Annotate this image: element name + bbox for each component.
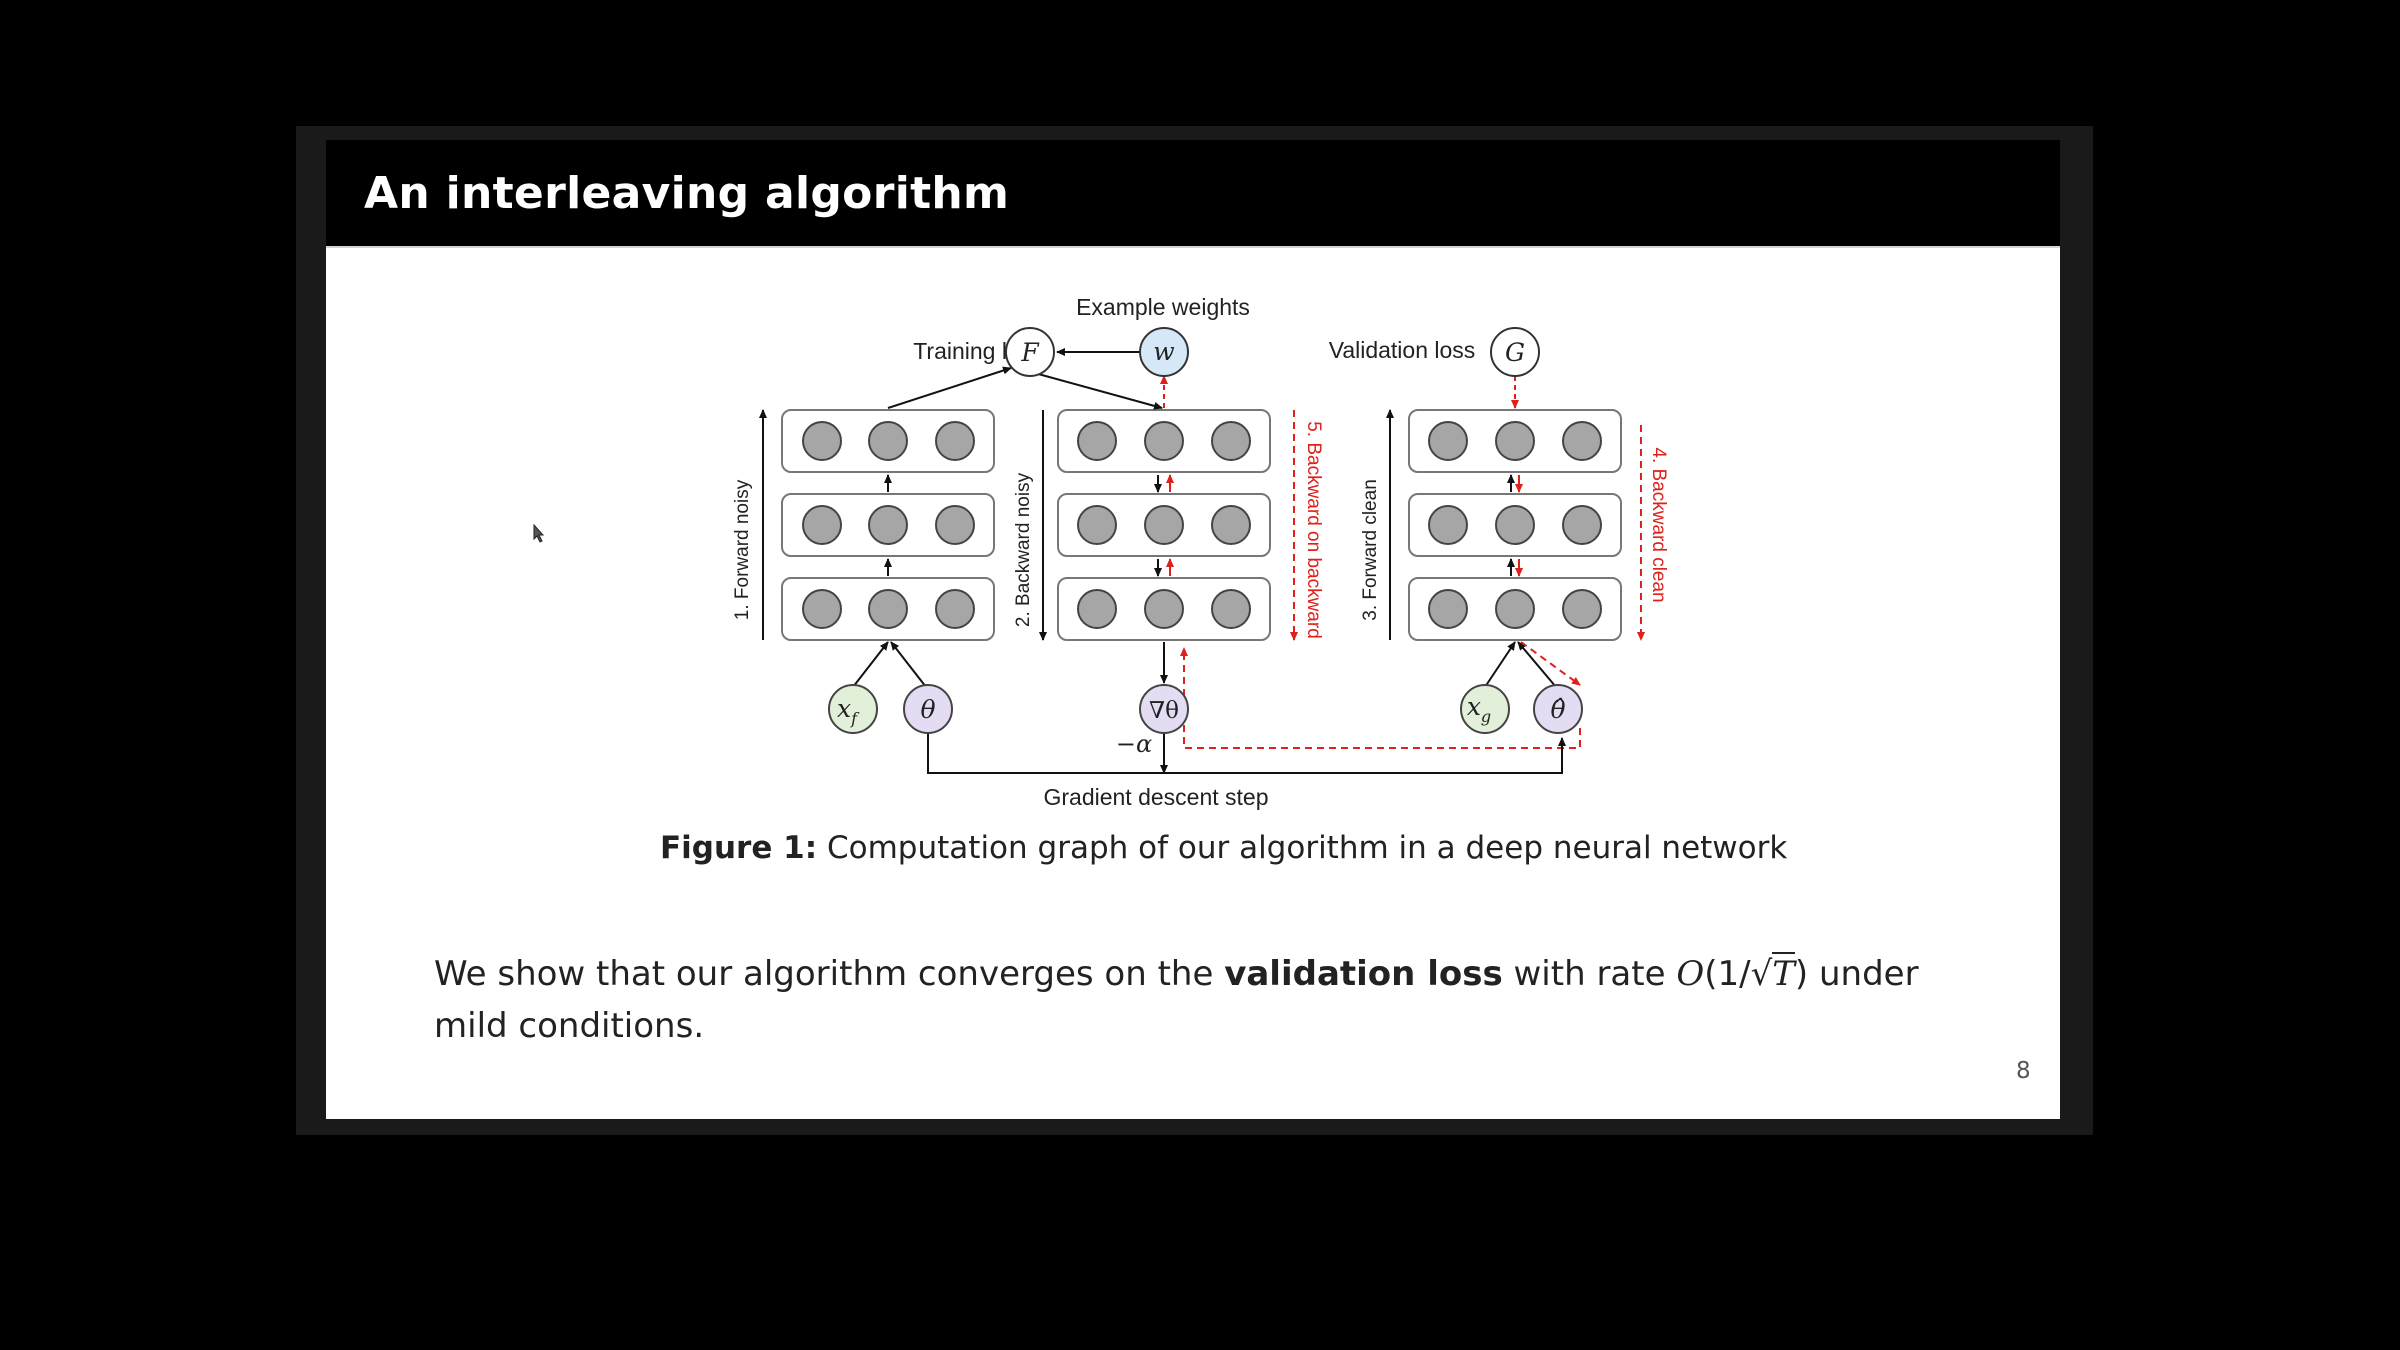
neuron — [1144, 505, 1184, 545]
edge-stack-a-to-F — [887, 366, 1012, 409]
neurons — [802, 421, 1602, 629]
node-w-label: w — [1153, 337, 1174, 366]
caption-prefix: Figure 1: — [660, 830, 818, 866]
sqrt-symbol-icon: √ — [1750, 954, 1773, 994]
slide-title: An interleaving algorithm — [364, 168, 1010, 219]
label-forward-clean: 3. Forward clean — [1360, 479, 1381, 621]
neuron — [1077, 505, 1117, 545]
neuron — [868, 505, 908, 545]
node-G — [1490, 327, 1540, 377]
body-paragraph: We show that our algorithm converges on … — [434, 948, 1974, 1052]
neuron — [1077, 589, 1117, 629]
inter-layer-red-arrows — [1166, 474, 1523, 577]
label-validation-loss: Validation loss — [1329, 337, 1476, 363]
node-xf-label: xf — [837, 694, 860, 728]
edge-xg-to-stack-c — [1484, 641, 1516, 688]
neuron — [1211, 505, 1251, 545]
neuron — [1428, 505, 1468, 545]
neuron — [1144, 421, 1184, 461]
neuron — [1562, 589, 1602, 629]
red-path-stackc-to-thetahat — [1520, 641, 1581, 686]
label-forward-noisy: 1. Forward noisy — [732, 479, 753, 620]
node-xg-label: xg — [1467, 692, 1491, 726]
body-part1: We show that our algorithm converges on … — [434, 954, 1214, 994]
neuron — [1428, 421, 1468, 461]
gradient-descent-path — [927, 724, 1566, 774]
label-neg-alpha: −α — [1116, 730, 1152, 758]
neuron — [868, 589, 908, 629]
node-xg — [1460, 684, 1510, 734]
neuron — [1495, 505, 1535, 545]
neuron — [802, 589, 842, 629]
rate-formula: O(1/√T) — [1676, 952, 1808, 994]
slide-header: An interleaving algorithm — [326, 140, 2060, 248]
node-F — [1005, 327, 1055, 377]
node-G-label: G — [1505, 338, 1525, 367]
node-grad-theta — [1139, 684, 1189, 734]
neuron — [1211, 589, 1251, 629]
label-backward-noisy: 2. Backward noisy — [1013, 472, 1034, 627]
neuron — [935, 505, 975, 545]
label-gradient-descent-step: Gradient descent step — [1043, 784, 1268, 810]
label-example-weights: Example weights — [1076, 294, 1250, 320]
neuron — [802, 505, 842, 545]
page-number: 8 — [2016, 1058, 2031, 1084]
neuron — [1495, 421, 1535, 461]
caption-text: Computation graph of our algorithm in a … — [827, 830, 1788, 866]
neuron — [1495, 589, 1535, 629]
inter-layer-arrows — [884, 474, 1515, 577]
slide: An interleaving algorithm Example weight… — [326, 140, 2060, 1119]
neuron — [1144, 589, 1184, 629]
node-theta-hat — [1533, 684, 1583, 734]
label-backward-clean: 4. Backward clean — [1648, 447, 1669, 602]
neuron — [935, 589, 975, 629]
label-backward-on-backward: 5. Backward on backward — [1303, 421, 1324, 639]
edge-theta-to-stack-a — [890, 641, 927, 688]
body-part3: under mild conditions. — [434, 954, 1919, 1046]
node-grad-theta-label: ∇θ — [1149, 698, 1179, 724]
rate-close: ) — [1794, 954, 1809, 994]
neuron — [1428, 589, 1468, 629]
neuron — [935, 421, 975, 461]
neuron — [1077, 421, 1117, 461]
edge-xf-to-stack-a — [852, 641, 889, 688]
mouse-cursor-icon — [533, 524, 545, 543]
computation-graph-figure: Example weights Training loss Validation… — [732, 294, 1669, 810]
neuron — [1562, 505, 1602, 545]
node-w — [1139, 327, 1189, 377]
edge-F-to-stack-b — [1030, 371, 1163, 410]
edge-thetahat-to-stack-c — [1517, 641, 1557, 688]
node-theta — [903, 684, 953, 734]
neuron — [1562, 421, 1602, 461]
body-bold: validation loss — [1224, 954, 1503, 994]
red-path-thetahat-to-gradtheta — [1180, 647, 1581, 749]
rate-O: O — [1676, 954, 1705, 994]
node-F-label: F — [1020, 338, 1040, 367]
node-theta-hat-label: θ̂ — [1550, 695, 1565, 724]
rate-T: T — [1772, 952, 1795, 994]
node-theta-label: θ — [920, 695, 935, 724]
rate-open: (1/ — [1704, 954, 1751, 994]
node-xf — [828, 684, 878, 734]
figure-caption: Figure 1: Computation graph of our algor… — [660, 830, 1787, 866]
neuron — [868, 421, 908, 461]
body-part2: with rate — [1513, 954, 1666, 994]
neuron — [802, 421, 842, 461]
neuron — [1211, 421, 1251, 461]
